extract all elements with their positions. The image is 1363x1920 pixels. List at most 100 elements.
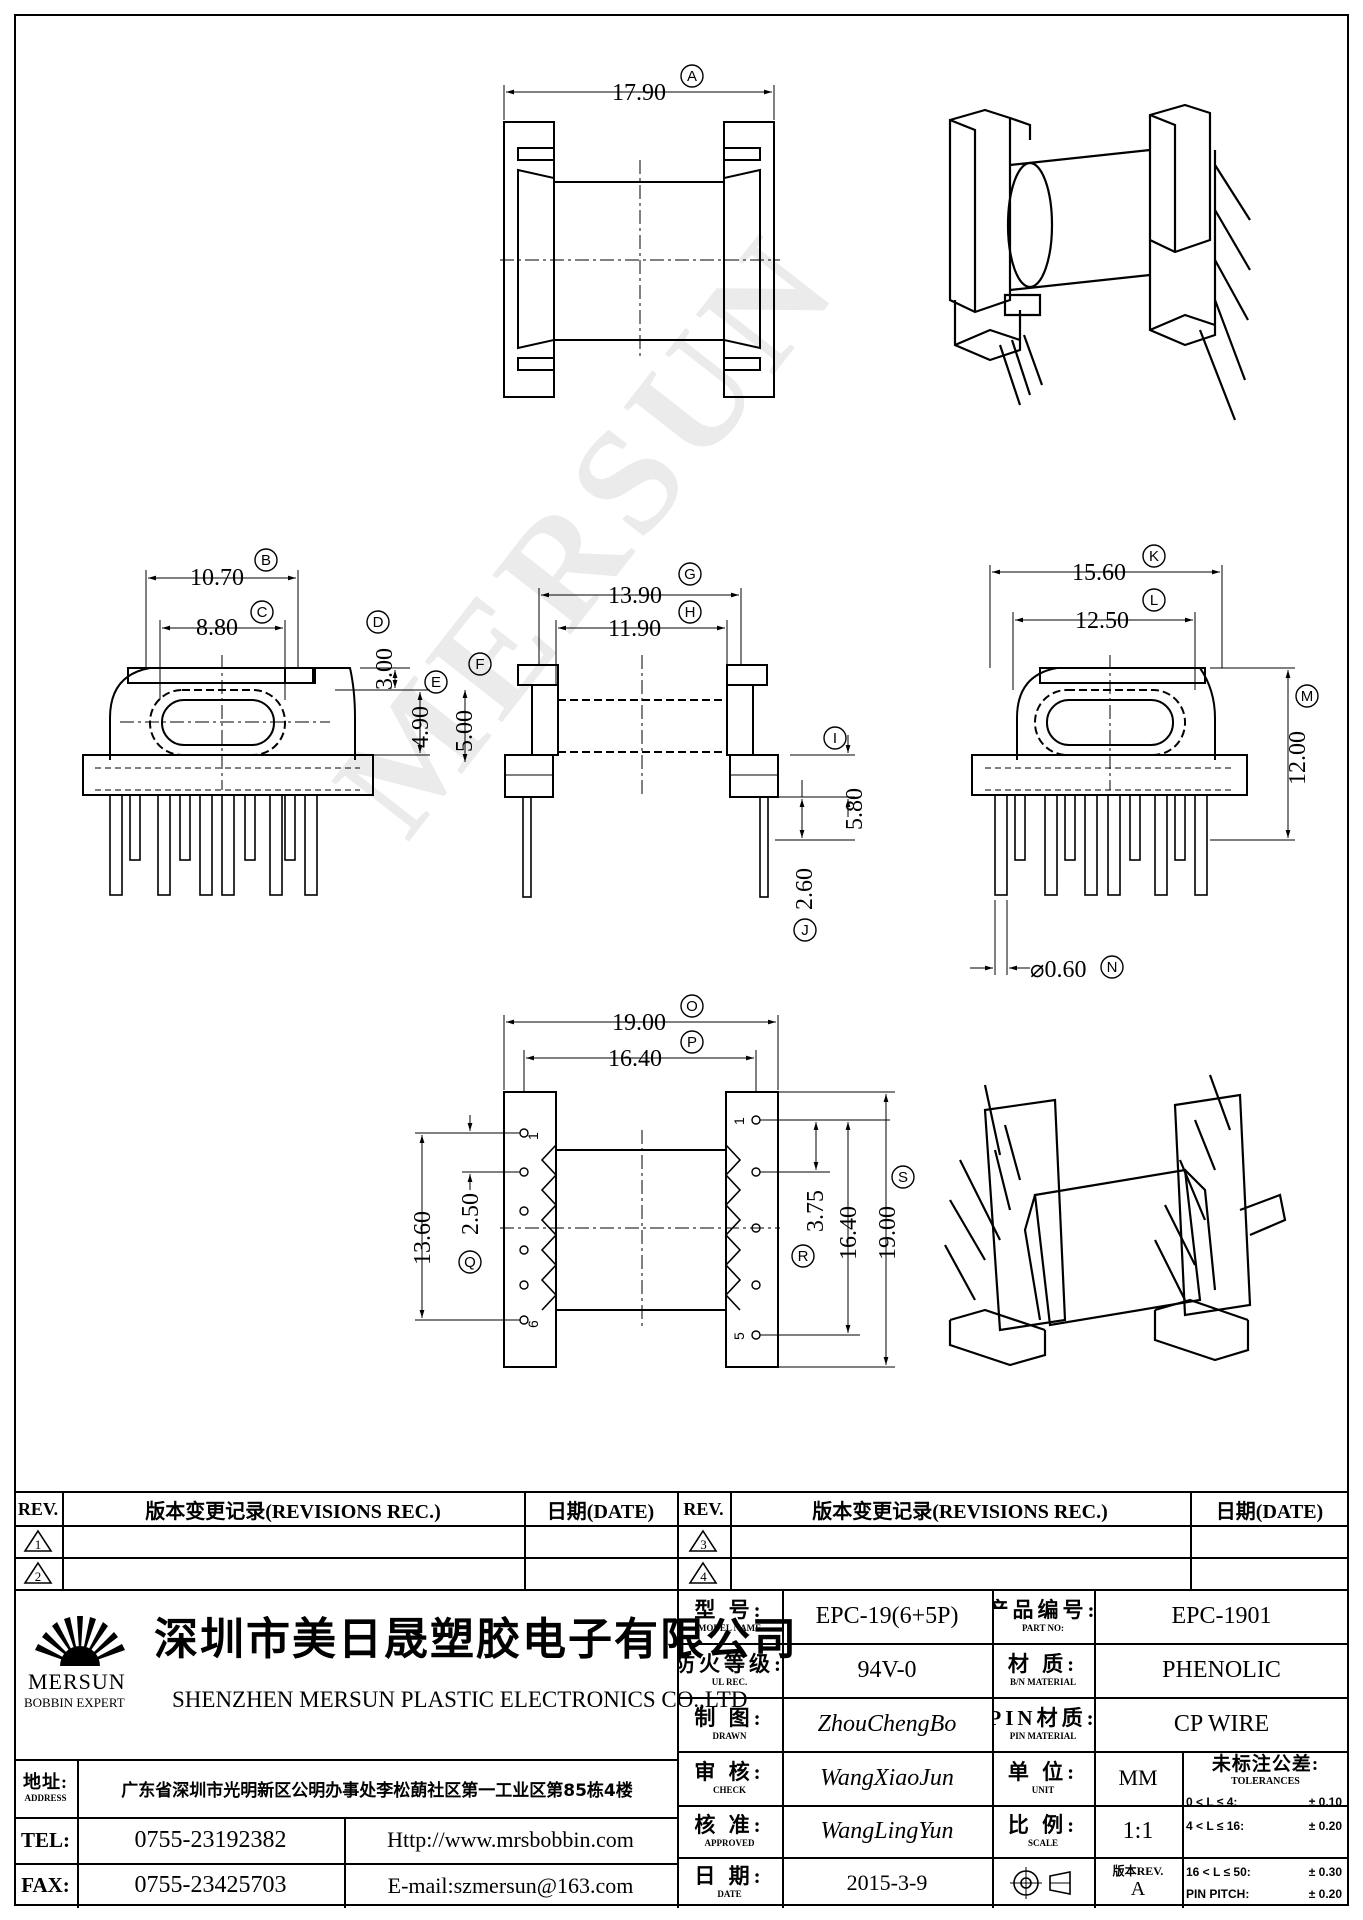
part-no-label: 产品编号:PART NO: [992, 1597, 1094, 1633]
triangle-icon [688, 1561, 718, 1584]
dim-h: 11.90 [608, 616, 661, 642]
third-angle-projection-icon [1010, 1866, 1071, 1899]
dim-j: 2.60 [792, 868, 818, 910]
approved-value: WangLingYun [820, 1817, 954, 1844]
svg-text:P: P [687, 1034, 697, 1051]
date-value: 2015-3-9 [846, 1869, 928, 1895]
tolerance-row: 16 < L ≤ 50:± 0.30 [1186, 1865, 1342, 1879]
dim-i: 5.80 [842, 788, 868, 830]
svg-text:R: R [798, 1248, 809, 1265]
drawing-border [14, 14, 1349, 1906]
rev-row-1: 1 [14, 1525, 62, 1557]
version-cell: 版本REV. A [1094, 1857, 1182, 1908]
right-side-view [970, 565, 1295, 975]
drawn-value: ZhouChengBo [817, 1710, 957, 1737]
approved-label: 核 准:APPROVED [694, 1812, 765, 1848]
rev-header-right: REV. [683, 1498, 724, 1519]
svg-text:M: M [1301, 688, 1314, 705]
rev-number-3: 3 [700, 1537, 707, 1552]
rev-header-left: REV. [17, 1498, 59, 1519]
date-label: 日 期:DATE [694, 1864, 765, 1899]
pin-label-right-bottom: 5 [731, 1332, 747, 1340]
date-header-left: 日期(DATE) [546, 1500, 655, 1523]
dim-n: ⌀0.60 [1030, 957, 1086, 983]
svg-text:C: C [257, 604, 268, 621]
email-value: E-mail:szmersun@163.com [387, 1872, 634, 1898]
rev-number-2: 2 [34, 1569, 42, 1584]
dim-q: 2.50 [458, 1193, 484, 1235]
iso-view-bottom [944, 1074, 1287, 1367]
rev-row-2: 2 [14, 1557, 62, 1589]
dim-e: 4.90 [408, 706, 434, 748]
dim-k: 15.60 [1072, 560, 1126, 586]
dim-c: 8.80 [196, 615, 238, 641]
balloon-letters: A B C D E F G H I J K L M N O P Q R S [257, 68, 1314, 1271]
pin-label-left-bottom: 6 [525, 1320, 541, 1328]
dim-a: 17.90 [612, 80, 666, 106]
left-side-view [82, 570, 468, 896]
scale-label: 比 例:SCALE [1007, 1812, 1079, 1848]
logo-tagline: BOBBIN EXPERT [24, 1695, 125, 1710]
scale-value: 1:1 [1122, 1817, 1154, 1844]
bottom-view [415, 1015, 895, 1368]
rev-number-1: 1 [34, 1537, 42, 1552]
triangle-icon [23, 1529, 53, 1552]
dim-b: 10.70 [190, 565, 244, 591]
rev-row-4: 4 [677, 1557, 730, 1589]
sunburst-logo-icon [35, 1616, 125, 1666]
logo-name: MERSUN [28, 1669, 126, 1694]
top-view [500, 85, 780, 398]
ul-label: 防火等级:UL REC. [677, 1651, 782, 1687]
part-no-value: EPC-1901 [1171, 1602, 1272, 1629]
version-label: 版本REV. [1112, 1863, 1164, 1878]
svg-text:E: E [431, 674, 441, 691]
pin-label-left-top: 1 [525, 1132, 541, 1140]
svg-text:A: A [687, 68, 697, 85]
fax-label: FAX: [21, 1873, 70, 1897]
dim-p: 16.40 [608, 1046, 662, 1072]
check-label: 审 核:CHECK [694, 1759, 765, 1795]
dim-d: 3.00 [372, 648, 398, 690]
svg-text:L: L [1150, 592, 1158, 609]
svg-text:Q: Q [464, 1254, 476, 1271]
svg-text:G: G [684, 566, 696, 583]
pin-material-value: CP WIRE [1173, 1710, 1270, 1737]
dim-l: 12.50 [1075, 608, 1129, 634]
front-view [504, 588, 855, 898]
dim-r-total: 16.40 [836, 1206, 862, 1260]
title-block: REV. 版本变更记录(REVISIONS REC.) 日期(DATE) 1 2… [14, 1491, 1349, 1908]
unit-value: MM [1118, 1765, 1158, 1790]
rev-row-3: 3 [677, 1525, 730, 1557]
tel-label: TEL: [20, 1827, 70, 1852]
svg-text:K: K [1149, 548, 1159, 565]
dim-f: 5.00 [452, 710, 478, 752]
company-name-cn: 深圳市美日晟塑胶电子有限公司 [154, 1614, 798, 1665]
triangle-icon [23, 1561, 53, 1584]
rev-number-4: 4 [700, 1569, 707, 1584]
unit-label: 单 位:UNIT [1007, 1759, 1079, 1795]
svg-text:D: D [373, 614, 384, 631]
web-value: Http://www.mrsbobbin.com [387, 1827, 634, 1852]
dim-o: 19.00 [612, 1010, 666, 1036]
dim-r: 3.75 [803, 1190, 829, 1232]
dim-m: 12.00 [1285, 731, 1311, 785]
iso-view-top [948, 103, 1251, 421]
svg-text:F: F [475, 656, 484, 673]
dim-s: 19.00 [875, 1206, 901, 1260]
material-value: PHENOLIC [1162, 1656, 1281, 1683]
version-value: A [1130, 1878, 1146, 1901]
company-name-en: SHENZHEN MERSUN PLASTIC ELECTRONICS CO.,… [172, 1687, 748, 1712]
pin-material-label: PIN材质:PIN MATERIAL [992, 1705, 1094, 1741]
tolerance-row: 0 < L ≤ 4:± 0.10 [1186, 1795, 1342, 1809]
projection-symbol [992, 1857, 1094, 1908]
company-logo: MERSUN BOBBIN EXPERT [20, 1611, 138, 1731]
svg-text:H: H [685, 604, 696, 621]
address-value: 广东省深圳市光明新区公明办事处李松蓢社区第一工业区第85栋4楼 [121, 1780, 633, 1801]
model-label: 型 号:MODEL NAME [694, 1597, 765, 1633]
svg-text:N: N [1107, 959, 1118, 976]
svg-text:O: O [686, 998, 698, 1015]
dim-q-total: 13.60 [410, 1211, 436, 1265]
date-header-right: 日期(DATE) [1215, 1500, 1324, 1523]
check-value: WangXiaoJun [820, 1764, 954, 1791]
